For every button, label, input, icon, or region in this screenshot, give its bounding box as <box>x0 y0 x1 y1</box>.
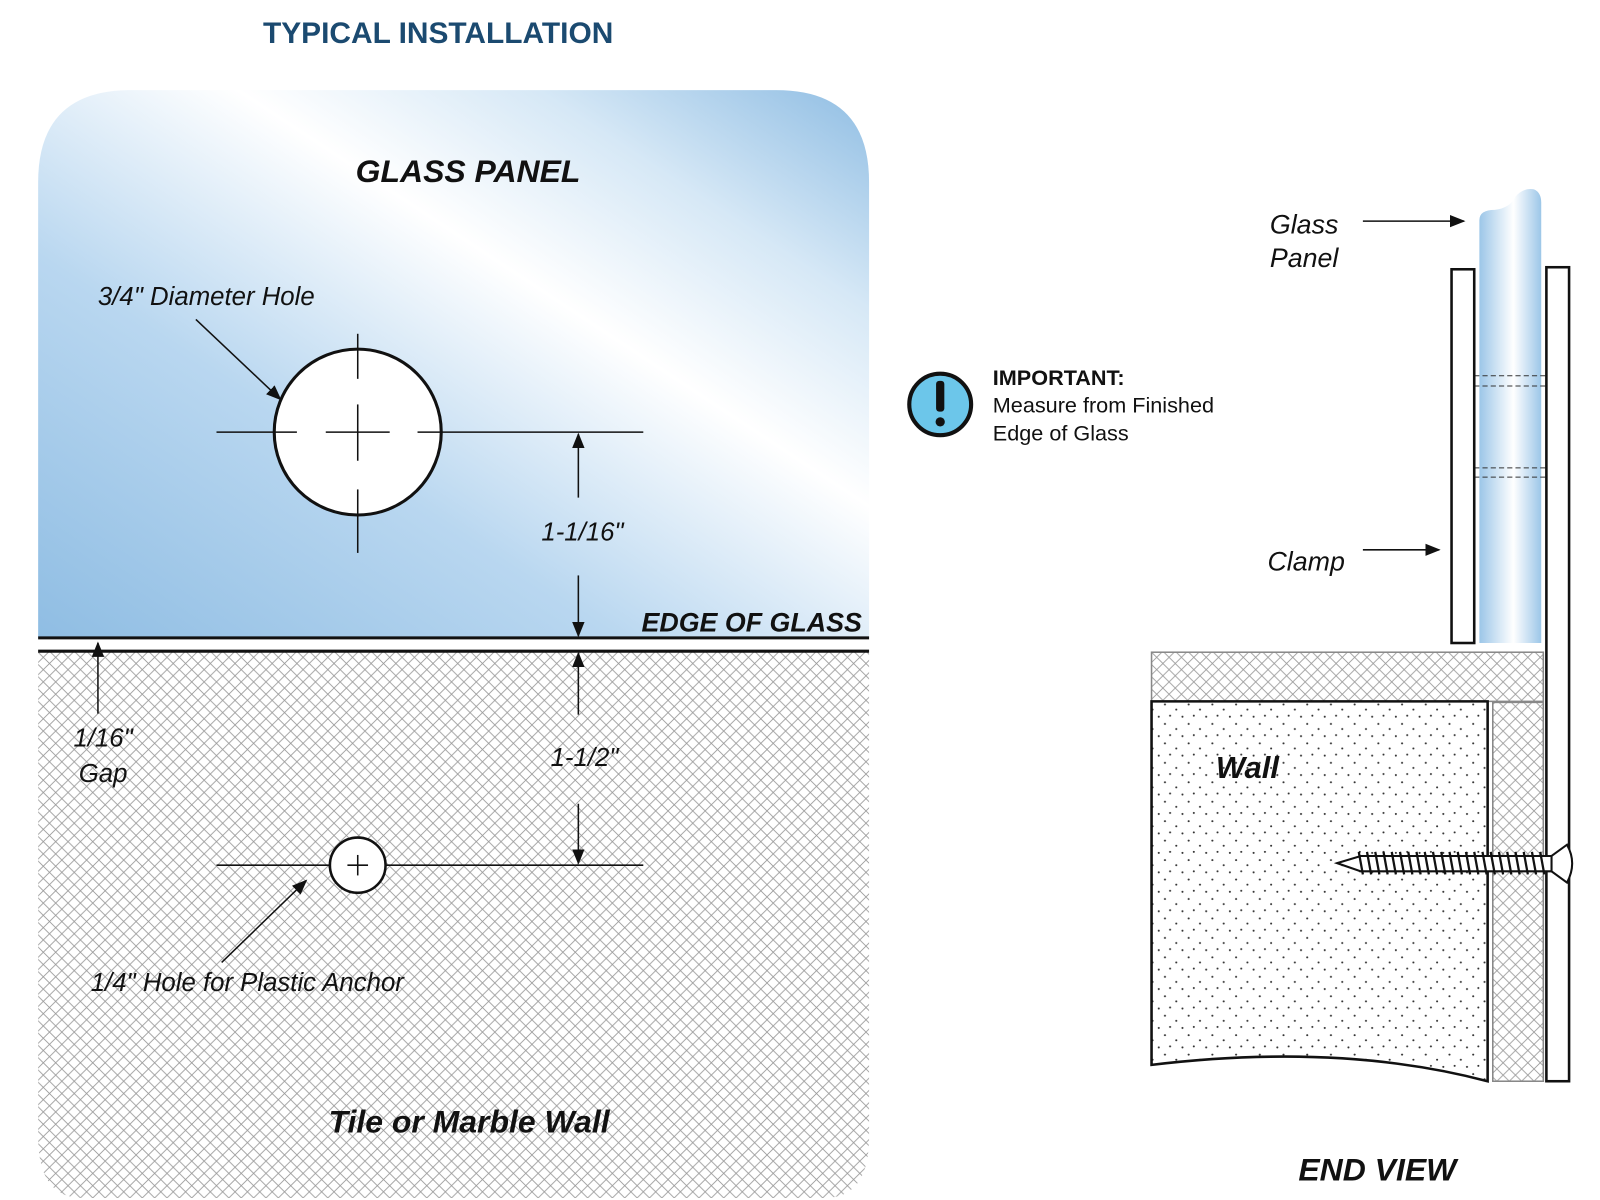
dim-lower-label: 1-1/2" <box>551 744 621 772</box>
gap-label-text: Gap <box>79 760 128 788</box>
important-line-1: Measure from Finished <box>993 393 1214 418</box>
end-wall <box>1150 700 1489 1083</box>
tile-wall <box>38 651 870 1198</box>
end-wall-label: Wall <box>1216 750 1280 785</box>
edge-of-glass-label: EDGE OF GLASS <box>642 608 863 638</box>
anchor-hole <box>216 836 644 895</box>
end-tile-side <box>1492 701 1545 1082</box>
end-glass-label-1: Glass <box>1270 210 1338 240</box>
hole-label: 3/4" Diameter Hole <box>98 283 315 311</box>
back-clamp-plate <box>1545 265 1571 1083</box>
diameter-hole <box>216 333 644 553</box>
front-clamp-plate <box>1450 268 1476 645</box>
end-tile-top <box>1150 651 1545 703</box>
gap-label-size: 1/16" <box>73 724 134 752</box>
tile-wall-label: Tile or Marble Wall <box>329 1104 611 1140</box>
end-view-title: END VIEW <box>1298 1152 1459 1188</box>
exclamation-icon <box>907 371 974 438</box>
anchor-label: 1/4" Hole for Plastic Anchor <box>91 969 406 997</box>
anchor-leader-arrow <box>221 879 308 964</box>
end-glass-label-2: Panel <box>1270 243 1340 273</box>
dim-upper-label: 1-1/16" <box>541 519 625 547</box>
glass-panel <box>38 90 870 638</box>
hole-leader-arrow <box>195 318 282 401</box>
important-line-2: Edge of Glass <box>993 420 1129 445</box>
important-heading: IMPORTANT: <box>993 365 1125 390</box>
end-glass-panel <box>1479 189 1542 644</box>
screw-icon <box>1333 843 1574 885</box>
clamp-label: Clamp <box>1267 546 1344 576</box>
diagram-title: TYPICAL INSTALLATION <box>263 17 613 50</box>
glass-panel-label: GLASS PANEL <box>356 153 581 189</box>
